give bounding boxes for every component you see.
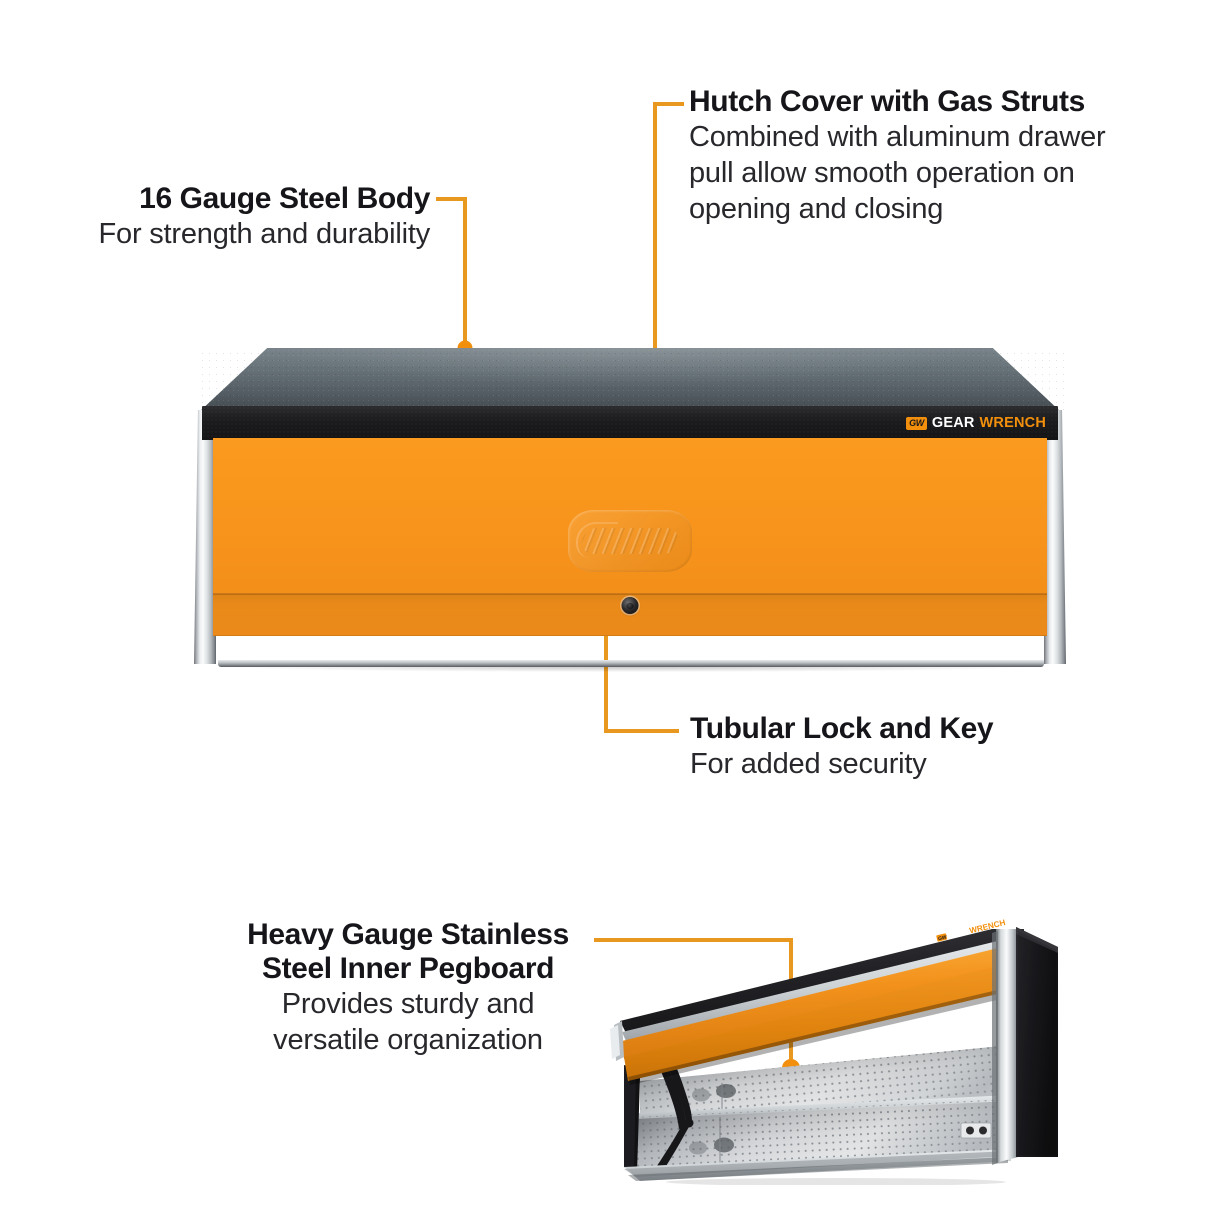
hutch-door-panel[interactable] <box>213 438 1047 636</box>
inner-pegboard-assembly <box>636 1045 1011 1173</box>
callout-steel-body-body: For strength and durability <box>98 217 431 250</box>
tubular-lock-icon[interactable] <box>621 597 639 614</box>
hutch-top-panel <box>196 348 1064 410</box>
callout-pegboard-body-line-1: Provides sturdy and <box>281 987 535 1020</box>
callout-hutch-cover-line-2: pull allow smooth operation on <box>689 157 1075 190</box>
right-aluminum-pillar <box>1044 410 1066 664</box>
callout-tubular-lock-title: Tubular Lock and Key <box>690 712 994 745</box>
power-outlet-icon <box>960 1122 992 1139</box>
callout-steel-body: 16 Gauge Steel Body For strength and dur… <box>30 182 431 252</box>
gw-badge-icon: GW <box>906 416 927 430</box>
right-side-panel <box>1016 927 1058 1157</box>
callout-tubular-lock-body: For added security <box>690 747 927 780</box>
brand-text-gear: GEAR <box>931 415 975 431</box>
leader-steel-body <box>436 197 473 356</box>
callout-hutch-cover-title: Hutch Cover with Gas Struts <box>689 85 1085 118</box>
callout-hutch-cover: Hutch Cover with Gas Struts Combined wit… <box>689 85 1189 228</box>
product-hutch-open: GW GEAR WRENCH <box>606 905 1058 1185</box>
callout-pegboard-body-line-2: versatile organization <box>273 1024 543 1057</box>
bottom-aluminum-rail <box>218 660 1044 667</box>
callout-pegboard-title-line-2: Steel Inner Pegboard <box>261 951 555 985</box>
hutch-cover-open: GW GEAR WRENCH <box>610 918 1024 1085</box>
hutch-drop-shadow <box>226 667 1036 672</box>
callout-tubular-lock: Tubular Lock and Key For added security <box>690 712 1110 782</box>
callout-pegboard: Heavy Gauge Stainless Steel Inner Pegboa… <box>222 918 594 1058</box>
embossed-gearwrench-icon <box>568 509 692 572</box>
left-aluminum-pillar <box>194 410 216 664</box>
callout-hutch-cover-line-3: opening and closing <box>689 193 944 226</box>
door-lip-edge <box>213 593 1047 595</box>
callout-steel-body-title: 16 Gauge Steel Body <box>139 182 430 215</box>
callout-hutch-cover-line-1: Combined with aluminum drawer <box>689 120 1106 153</box>
brand-text-wrench: WRENCH <box>979 415 1046 431</box>
svg-text:GW: GW <box>938 934 949 942</box>
callout-pegboard-title-line-1: Heavy Gauge Stainless <box>247 918 569 951</box>
